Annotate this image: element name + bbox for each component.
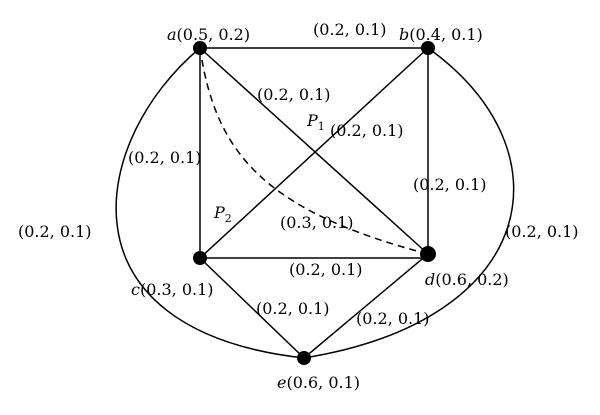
node-b <box>421 41 435 55</box>
node-e-value: (0.6, 0.1) <box>286 373 360 392</box>
node-c-value: (0.3, 0.1) <box>140 280 214 299</box>
edge-a-d <box>199 47 429 255</box>
node-a-value: (0.5, 0.2) <box>177 25 251 44</box>
node-a-label: a(0.5, 0.2) <box>167 25 250 44</box>
node-c-letter: c <box>131 280 140 299</box>
node-e-letter: e <box>277 373 286 392</box>
edge-label-c-e: (0.2, 0.1) <box>256 299 330 318</box>
edge-c-e <box>199 257 305 359</box>
node-d-label: d(0.6, 0.2) <box>425 270 509 289</box>
edge-a-e-curve <box>115 47 305 359</box>
edge-label-a-e: (0.2, 0.1) <box>18 222 92 241</box>
path-p2-sub: 2 <box>225 212 232 225</box>
dashed-path-a-d <box>199 47 429 255</box>
edge-label-a-b: (0.2, 0.1) <box>313 20 387 39</box>
edge-label-dashed: (0.3, 0.1) <box>280 213 354 232</box>
node-d-value: (0.6, 0.2) <box>435 270 509 289</box>
node-b-letter: b <box>399 25 409 44</box>
edge-d-e <box>303 253 429 359</box>
edge-label-a-c: (0.2, 0.1) <box>128 148 202 167</box>
node-e <box>297 351 311 365</box>
path-label-p1: P1 <box>306 111 325 133</box>
edge-label-b-e: (0.2, 0.1) <box>505 222 579 241</box>
path-p1-sub: 1 <box>318 120 325 133</box>
node-b-value: (0.4, 0.1) <box>409 25 483 44</box>
node-c-label: c(0.3, 0.1) <box>131 280 214 299</box>
edge-label-b-d: (0.2, 0.1) <box>413 175 487 194</box>
path-p2-letter: P <box>213 203 225 222</box>
node-a-letter: a <box>167 25 177 44</box>
path-p1-letter: P <box>306 111 318 130</box>
edge-label-c-d: (0.2, 0.1) <box>289 260 363 279</box>
node-d <box>420 246 436 262</box>
node-e-label: e(0.6, 0.1) <box>277 373 360 392</box>
path-label-p2: P2 <box>213 203 232 225</box>
node-b-label: b(0.4, 0.1) <box>399 25 483 44</box>
node-d-letter: d <box>425 270 435 289</box>
edge-label-a-d: (0.2, 0.1) <box>257 85 331 104</box>
node-a <box>193 41 207 55</box>
edge-label-d-e: (0.2, 0.1) <box>356 309 430 328</box>
edge-b-e-curve <box>303 47 515 359</box>
edge-b-c <box>199 47 429 259</box>
edge-label-b-c: (0.2, 0.1) <box>330 121 404 140</box>
node-c <box>193 251 207 265</box>
